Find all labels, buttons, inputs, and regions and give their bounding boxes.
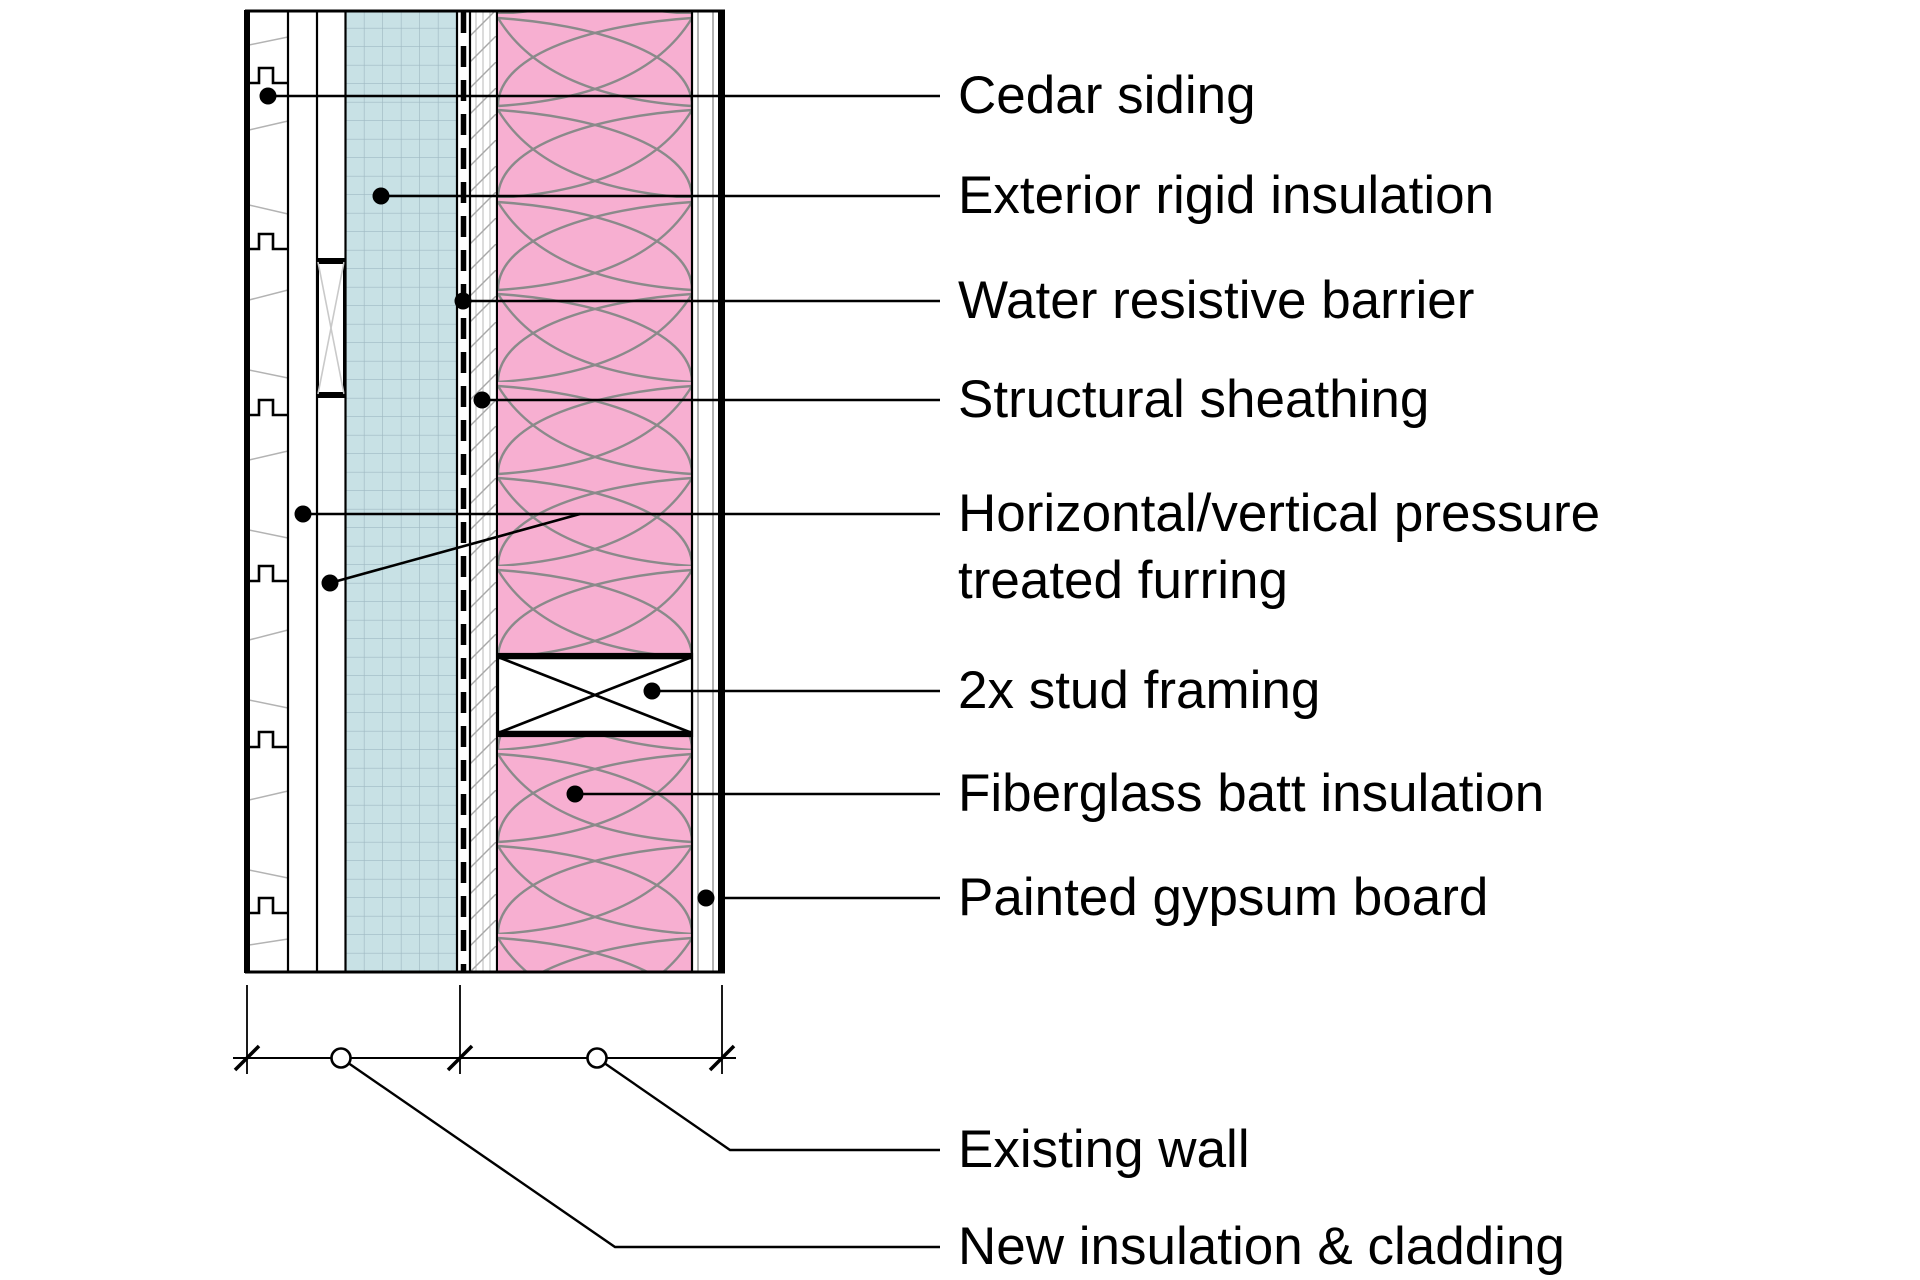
sheathing-layer — [468, 10, 499, 973]
leader-lines — [268, 94, 940, 900]
batt-insulation-layer — [498, 10, 694, 973]
stud-framing-block — [496, 652, 694, 738]
rigid-insulation-layer — [344, 10, 459, 973]
label-stud-framing: 2x stud framing — [958, 661, 1321, 720]
label-existing-wall: Existing wall — [958, 1120, 1250, 1179]
label-painted-gypsum-board: Painted gypsum board — [958, 868, 1489, 927]
label-furring-line1: Horizontal/vertical pressure — [958, 484, 1601, 543]
label-water-resistive-barrier: Water resistive barrier — [958, 271, 1475, 330]
label-exterior-rigid-insulation: Exterior rigid insulation — [958, 166, 1495, 225]
furring-layer — [315, 10, 345, 973]
dimension-lines — [233, 985, 940, 1249]
label-new-insulation-cladding: New insulation & cladding — [958, 1217, 1565, 1276]
furring-strip-block — [317, 258, 345, 398]
cedar-siding-layer — [244, 10, 290, 973]
label-fiberglass-batt-insulation: Fiberglass batt insulation — [958, 764, 1545, 823]
leader-dots — [259, 87, 715, 907]
gypsum-board-layer — [697, 10, 725, 973]
label-structural-sheathing: Structural sheathing — [958, 370, 1430, 429]
label-cedar-siding: Cedar siding — [958, 66, 1256, 125]
label-furring-line2: treated furring — [958, 551, 1288, 610]
